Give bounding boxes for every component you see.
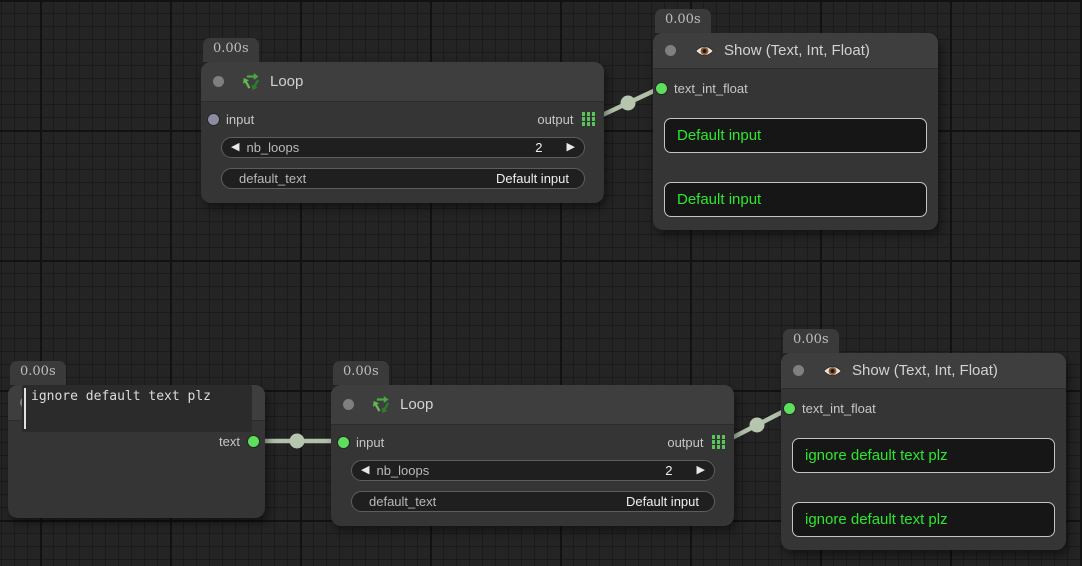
- widget-value: 2: [665, 463, 673, 478]
- wire-dot: [289, 433, 305, 449]
- node-show-bottom[interactable]: 0.00s Show (Text, Int, Float) text_int_f…: [781, 329, 1066, 550]
- node-loop-bottom[interactable]: 0.00s Loop input output ◀ nb_loops 2: [331, 361, 734, 526]
- eye-icon: [823, 364, 842, 378]
- output-port[interactable]: [248, 435, 259, 447]
- node-status-dot: [793, 365, 804, 376]
- node-title: Loop: [270, 73, 304, 90]
- wire-dot: [749, 417, 765, 433]
- default-text-widget[interactable]: default_text Default input: [351, 491, 715, 512]
- node-titlebar[interactable]: Show (Text, Int, Float): [781, 353, 1066, 389]
- widget-value: 2: [535, 140, 543, 155]
- node-write-text[interactable]: 0.00s Write Text text ignore default tex…: [8, 361, 265, 518]
- input-slot-label: text_int_float: [674, 80, 748, 96]
- widget-label: nb_loops: [246, 140, 300, 155]
- node-loop-top[interactable]: 0.00s Loop input output ◀ nb_loops 2: [201, 38, 604, 203]
- node-title: Loop: [400, 396, 434, 413]
- decrement-arrow-icon[interactable]: ◀: [231, 141, 240, 153]
- widget-value: Default input: [626, 494, 699, 509]
- widget-label: default_text: [239, 171, 307, 186]
- recycle-icon: [373, 396, 390, 413]
- exec-time-badge: 0.00s: [655, 9, 711, 33]
- show-text-box[interactable]: Default input: [664, 182, 927, 217]
- nb-loops-widget[interactable]: ◀ nb_loops 2 ▶: [221, 137, 585, 158]
- node-status-dot: [665, 45, 676, 56]
- output-slot-label: output: [537, 111, 574, 127]
- show-text-box[interactable]: ignore default text plz: [792, 438, 1055, 473]
- input-slot-label: input: [356, 434, 385, 450]
- text-cursor: [24, 388, 26, 429]
- widget-label: default_text: [369, 494, 437, 509]
- output-slot-label: text: [219, 433, 240, 449]
- text-input-area[interactable]: ignore default text plz: [22, 385, 252, 432]
- grid-output-port[interactable]: [711, 435, 725, 449]
- exec-time-badge: 0.00s: [783, 329, 839, 353]
- wire-dot: [620, 95, 636, 111]
- exec-time-badge: 0.00s: [203, 38, 259, 62]
- increment-arrow-icon[interactable]: ▶: [566, 141, 575, 153]
- exec-time-badge: 0.00s: [10, 361, 66, 385]
- textarea-content: ignore default text plz: [31, 389, 212, 404]
- default-text-widget[interactable]: default_text Default input: [221, 168, 585, 189]
- nb-loops-widget[interactable]: ◀ nb_loops 2 ▶: [351, 460, 715, 481]
- input-port[interactable]: [208, 113, 219, 125]
- input-port[interactable]: [338, 436, 349, 448]
- eye-icon: [695, 44, 714, 58]
- input-port[interactable]: [656, 82, 667, 94]
- show-text-box[interactable]: ignore default text plz: [792, 502, 1055, 537]
- node-show-top[interactable]: 0.00s Show (Text, Int, Float) text_int_f…: [653, 9, 938, 230]
- recycle-icon: [243, 73, 260, 90]
- grid-output-port[interactable]: [581, 112, 595, 126]
- decrement-arrow-icon[interactable]: ◀: [361, 464, 370, 476]
- node-status-dot: [213, 76, 224, 87]
- input-port[interactable]: [784, 402, 795, 414]
- node-title: Show (Text, Int, Float): [852, 362, 998, 379]
- exec-time-badge: 0.00s: [333, 361, 389, 385]
- widget-value: Default input: [496, 171, 569, 186]
- input-slot-label: input: [226, 111, 255, 127]
- increment-arrow-icon[interactable]: ▶: [696, 464, 705, 476]
- input-slot-label: text_int_float: [802, 400, 876, 416]
- node-titlebar[interactable]: Show (Text, Int, Float): [653, 33, 938, 69]
- node-status-dot: [343, 399, 354, 410]
- node-titlebar[interactable]: Loop: [201, 62, 604, 102]
- show-text-box[interactable]: Default input: [664, 118, 927, 153]
- widget-label: nb_loops: [376, 463, 430, 478]
- node-title: Show (Text, Int, Float): [724, 42, 870, 59]
- output-slot-label: output: [667, 434, 704, 450]
- node-titlebar[interactable]: Loop: [331, 385, 734, 425]
